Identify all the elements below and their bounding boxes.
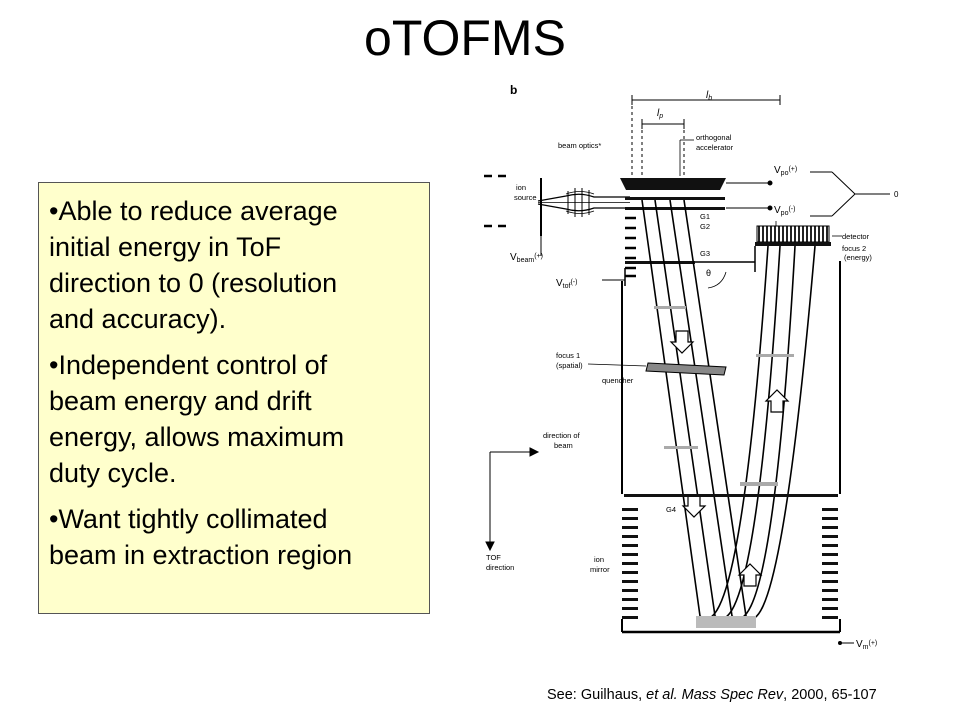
direction-arrows (669, 330, 790, 587)
ion-packets (654, 306, 794, 486)
bullet-box: •Able to reduce average initial energy i… (38, 182, 430, 614)
orthogonal-label: orthogonal (696, 133, 732, 142)
citation: See: Guilhaus, et al. Mass Spec Rev, 200… (547, 686, 877, 704)
g2-label: G2 (700, 222, 710, 231)
citation-prefix: See: Guilhaus, (547, 687, 647, 703)
vm-node (838, 641, 842, 645)
detector-label: detector (842, 232, 870, 241)
axis-legend (485, 447, 540, 552)
bullet-point: •Want tightly collimated beam in extract… (49, 501, 421, 573)
vpo-wiring (726, 171, 890, 217)
bullet-point: •Able to reduce average initial energy i… (49, 193, 421, 337)
lp-dimension (641, 119, 685, 176)
bullet-line: initial energy in ToF (49, 232, 282, 262)
ion-source-label-2: source (514, 193, 537, 202)
bullet-line: beam energy and drift (49, 386, 312, 416)
panel-letter: b (510, 83, 517, 97)
quencher-plate (645, 362, 727, 376)
lp-label: lp (657, 108, 663, 120)
bullet-point: •Independent control of beam energy and … (49, 347, 421, 491)
dir-beam-label-2: beam (554, 441, 573, 450)
bullet-line: and accuracy). (49, 304, 227, 334)
g4-label: G4 (666, 505, 676, 514)
vbeam-label: Vbeam(+) (510, 252, 543, 264)
ion-source-label-1: ion (516, 183, 526, 192)
upper-left-electrodes (624, 216, 636, 286)
vm-label: Vm(+) (856, 639, 877, 651)
detector (756, 225, 830, 243)
pusher-electrode (620, 178, 726, 190)
g2-grid (625, 207, 725, 210)
focus2-label-2: (energy) (844, 253, 872, 262)
source-housing (484, 174, 506, 228)
theta-label: θ (706, 268, 711, 278)
vpo-minus-label: Vpo(-) (774, 205, 795, 217)
g1-label: G1 (700, 212, 710, 221)
reflection-zone (696, 616, 756, 628)
bullet-line: •Want tightly collimated (49, 504, 328, 534)
g1-grid (625, 197, 725, 200)
accelerator-label: accelerator (696, 143, 734, 152)
ion-mirror-right (822, 508, 838, 619)
citation-suffix: , 2000, 65-107 (783, 687, 877, 703)
bullet-line: direction to 0 (resolution (49, 268, 338, 298)
bullet-line: energy, allows maximum (49, 422, 345, 452)
otofms-diagram: b lb lp beam optics* orthogonal accelera… (484, 83, 899, 651)
g4-grid (624, 494, 838, 497)
focus1-label-2: (spatial) (556, 361, 583, 370)
tof-dir-label-1: TOF (486, 553, 501, 562)
vpo-plus-label: Vpo(+) (774, 165, 797, 177)
ion-mirror-label-2: mirror (590, 565, 610, 574)
bullet-line: beam in extraction region (49, 540, 353, 570)
lb-dimension (631, 95, 781, 176)
bullet-line: duty cycle. (49, 458, 177, 488)
zero-label: 0 (894, 190, 899, 199)
focus2-label-1: focus 2 (842, 244, 866, 253)
g3-grid (625, 261, 695, 264)
g3-label: G3 (700, 249, 710, 258)
ion-mirror-label-1: ion (594, 555, 604, 564)
vtof-label: Vtof(-) (556, 278, 577, 290)
bullet-line: •Able to reduce average (49, 196, 338, 226)
dir-beam-label-1: direction of (543, 431, 581, 440)
quencher-label: quencher (602, 376, 634, 385)
lb-label: lb (706, 90, 712, 102)
theta-arc (707, 271, 727, 289)
tof-dir-label-2: direction (486, 563, 514, 572)
ion-mirror-left (622, 508, 638, 619)
beam-optics-label: beam optics* (558, 141, 601, 150)
ion-source (537, 178, 630, 248)
page-title: oTOFMS (364, 10, 566, 66)
detector-base (755, 242, 831, 246)
focus1-pointer (587, 363, 647, 367)
citation-italic: et al. Mass Spec Rev (646, 687, 784, 703)
focus1-label-1: focus 1 (556, 351, 580, 360)
bullet-line: •Independent control of (49, 350, 328, 380)
